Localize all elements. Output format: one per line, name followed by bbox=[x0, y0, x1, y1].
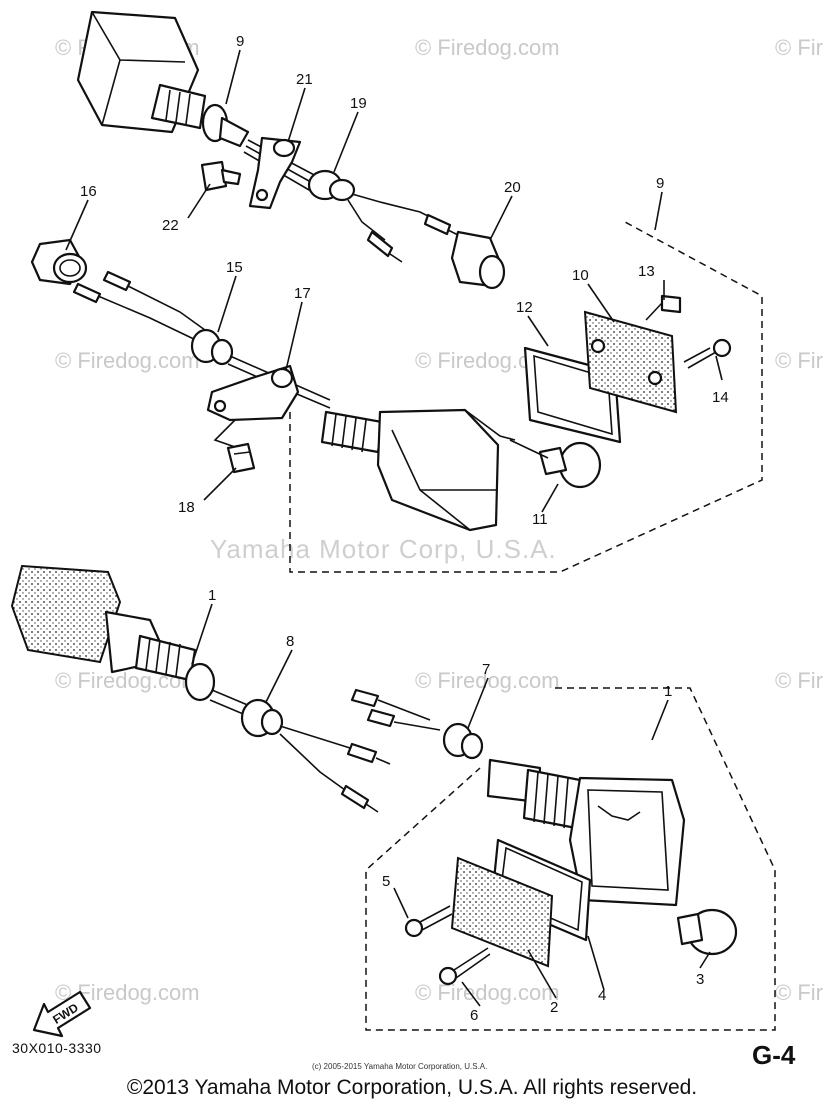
turn-signal-front-right bbox=[365, 687, 776, 1031]
rubber-16 bbox=[30, 238, 88, 286]
rubber-cap-20 bbox=[450, 230, 506, 290]
callout-12: 12 bbox=[516, 299, 533, 316]
callout-1a: 1 bbox=[208, 587, 216, 604]
lens-2 bbox=[450, 856, 554, 968]
bolt-22 bbox=[200, 160, 242, 192]
callout-18: 18 bbox=[178, 499, 195, 516]
callout-2: 2 bbox=[550, 999, 558, 1016]
watermark-firedog: © Firedog.com bbox=[775, 980, 824, 1005]
callout-22: 22 bbox=[162, 217, 179, 234]
bolt-18 bbox=[226, 442, 256, 474]
grommet-7 bbox=[350, 688, 484, 760]
bulb-3 bbox=[676, 908, 738, 956]
watermark-firedog: © Firedog.com bbox=[415, 35, 560, 60]
callout-7: 7 bbox=[482, 661, 490, 678]
turn-signal-front-left bbox=[10, 564, 251, 717]
grommet-8 bbox=[240, 698, 391, 813]
page-reference: G-4 bbox=[752, 1040, 796, 1070]
callout-8: 8 bbox=[286, 633, 294, 650]
turn-signal-rear-right bbox=[289, 221, 763, 573]
callout-13: 13 bbox=[638, 263, 655, 280]
callout-4: 4 bbox=[598, 987, 606, 1004]
callout-17: 17 bbox=[294, 285, 311, 302]
callout-labels: 9 21 19 22 16 20 9 15 17 10 12 13 14 18 … bbox=[80, 33, 729, 1024]
callout-9b: 9 bbox=[656, 175, 664, 192]
turn-signal-rear-left bbox=[76, 10, 321, 195]
small-copyright: (c) 2005-2015 Yamaha Motor Corporation, … bbox=[312, 1062, 488, 1071]
screw-13 bbox=[645, 294, 682, 321]
callout-3: 3 bbox=[696, 971, 704, 988]
screw-5 bbox=[404, 905, 453, 938]
callout-21: 21 bbox=[296, 71, 313, 88]
footer-copyright: ©2013 Yamaha Motor Corporation, U.S.A. A… bbox=[126, 1076, 698, 1099]
callout-9a: 9 bbox=[236, 33, 244, 50]
callout-6: 6 bbox=[470, 1007, 478, 1024]
callout-20: 20 bbox=[504, 179, 521, 196]
callout-14: 14 bbox=[712, 389, 729, 406]
watermark-firedog: © Firedog.com bbox=[55, 348, 200, 373]
callout-11: 11 bbox=[532, 511, 548, 528]
leader-lines bbox=[65, 49, 723, 1007]
watermark-yamaha: Yamaha Motor Corp, U.S.A. bbox=[210, 534, 557, 564]
watermark-firedog: © Firedog.com bbox=[775, 668, 824, 693]
figure-code: 30X010-3330 bbox=[12, 1040, 102, 1056]
screw-14 bbox=[683, 338, 732, 369]
callout-19: 19 bbox=[350, 95, 367, 112]
lens-10 bbox=[583, 310, 678, 414]
bracket-21 bbox=[248, 136, 302, 210]
callout-15: 15 bbox=[226, 259, 243, 276]
callout-1b: 1 bbox=[664, 683, 672, 700]
watermark-layer: © Firedog.com © Firedog.com © Firedog.co… bbox=[55, 35, 824, 1005]
watermark-firedog: © Firedog.com bbox=[415, 980, 560, 1005]
callout-16: 16 bbox=[80, 183, 97, 200]
callout-5: 5 bbox=[382, 873, 390, 890]
screw-6 bbox=[438, 947, 491, 986]
bracket-17 bbox=[206, 364, 300, 449]
bulb-11 bbox=[509, 439, 602, 489]
watermark-firedog: © Firedog.com bbox=[775, 35, 824, 60]
watermark-firedog: © Firedog.com bbox=[775, 348, 824, 373]
callout-10: 10 bbox=[572, 267, 589, 284]
grommet-19 bbox=[307, 169, 461, 263]
